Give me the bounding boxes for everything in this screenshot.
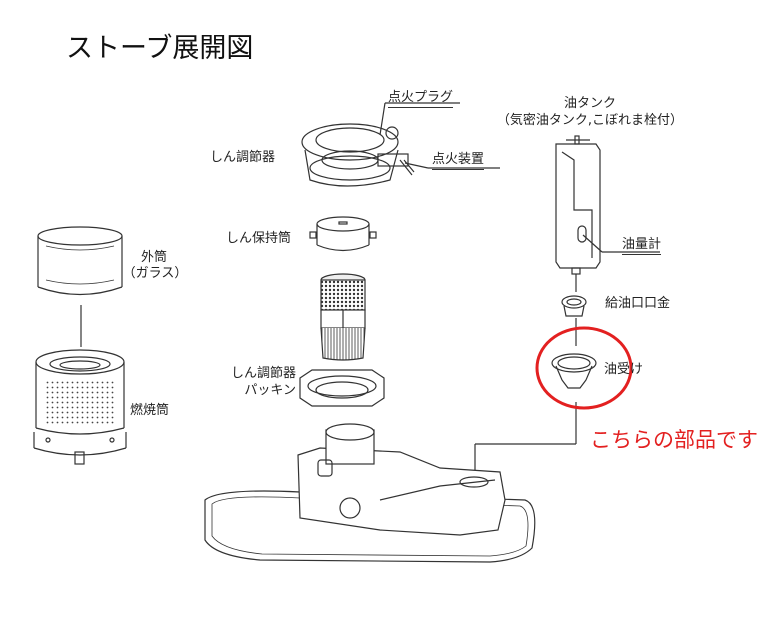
label-ignition-plug: 点火プラグ: [388, 90, 454, 108]
label-wick-packing: しん調節器: [230, 366, 296, 381]
outer-glass-cylinder-illustration: [37, 226, 123, 296]
highlight-callout: こちらの部品です: [590, 428, 758, 452]
wick-illustration: [320, 273, 366, 361]
label-oil-tank-detail: （気密油タンク,こぼれま栓付）: [496, 113, 684, 128]
label-oil-receiver: 油受け: [604, 362, 644, 377]
label-outer-cylinder: 外筒: [140, 250, 167, 265]
label-igniter: 点火装置: [432, 152, 485, 170]
label-combustion-cylinder: 燃焼筒: [130, 403, 170, 418]
label-outer-cylinder-glass: （ガラス）: [122, 266, 188, 281]
stove-base-illustration: [204, 423, 536, 563]
wick-holder-illustration: [309, 216, 377, 252]
wick-adjuster-illustration: [301, 123, 415, 187]
label-wick-packing-2: パッキン: [244, 383, 296, 398]
label-oil-tank: 油タンク: [563, 96, 616, 111]
oil-tank-illustration: [555, 135, 601, 275]
page-title: ストーブ展開図: [66, 33, 254, 64]
label-wick-adjuster: しん調節器: [210, 150, 276, 165]
highlight-circle: [535, 326, 633, 410]
combustion-cylinder-illustration: [33, 349, 127, 465]
oil-receiver-illustration: [551, 353, 597, 389]
label-fuel-cap: 給油口口金: [605, 296, 671, 311]
label-wick-holder: しん保持筒: [226, 231, 292, 246]
label-oil-gauge: 油量計: [622, 237, 662, 255]
fuel-cap-illustration: [561, 295, 587, 317]
wick-packing-illustration: [299, 369, 385, 407]
